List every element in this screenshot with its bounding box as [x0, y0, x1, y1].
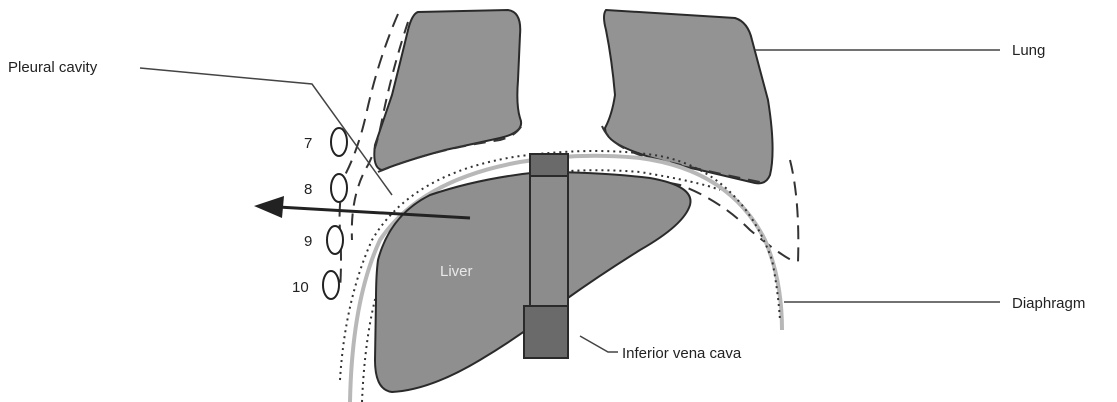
label-inferior-vena-cava: Inferior vena cava — [622, 345, 742, 362]
label-pleural-cavity: Pleural cavity — [8, 59, 98, 76]
rib-10 — [323, 271, 339, 299]
ivc-middle — [530, 176, 568, 306]
label-lung: Lung — [1012, 42, 1045, 59]
label-diaphragm: Diaphragm — [1012, 295, 1085, 312]
right-pleura-dashed-outer — [790, 160, 798, 262]
left-lung — [374, 10, 521, 170]
needle-arrow-head — [254, 196, 284, 218]
ivc-upper — [530, 154, 568, 176]
rib-number-10: 10 — [292, 279, 309, 296]
rib-7 — [331, 128, 347, 156]
ivc-leader — [580, 336, 618, 352]
pleural-cavity-leader — [140, 68, 392, 195]
label-liver: Liver — [440, 263, 473, 280]
rib-number-8: 8 — [304, 181, 312, 198]
rib-9 — [327, 226, 343, 254]
ivc-lower — [524, 306, 568, 358]
rib-number-9: 9 — [304, 233, 312, 250]
rib-number-7: 7 — [304, 135, 312, 152]
rib-8 — [331, 174, 347, 202]
